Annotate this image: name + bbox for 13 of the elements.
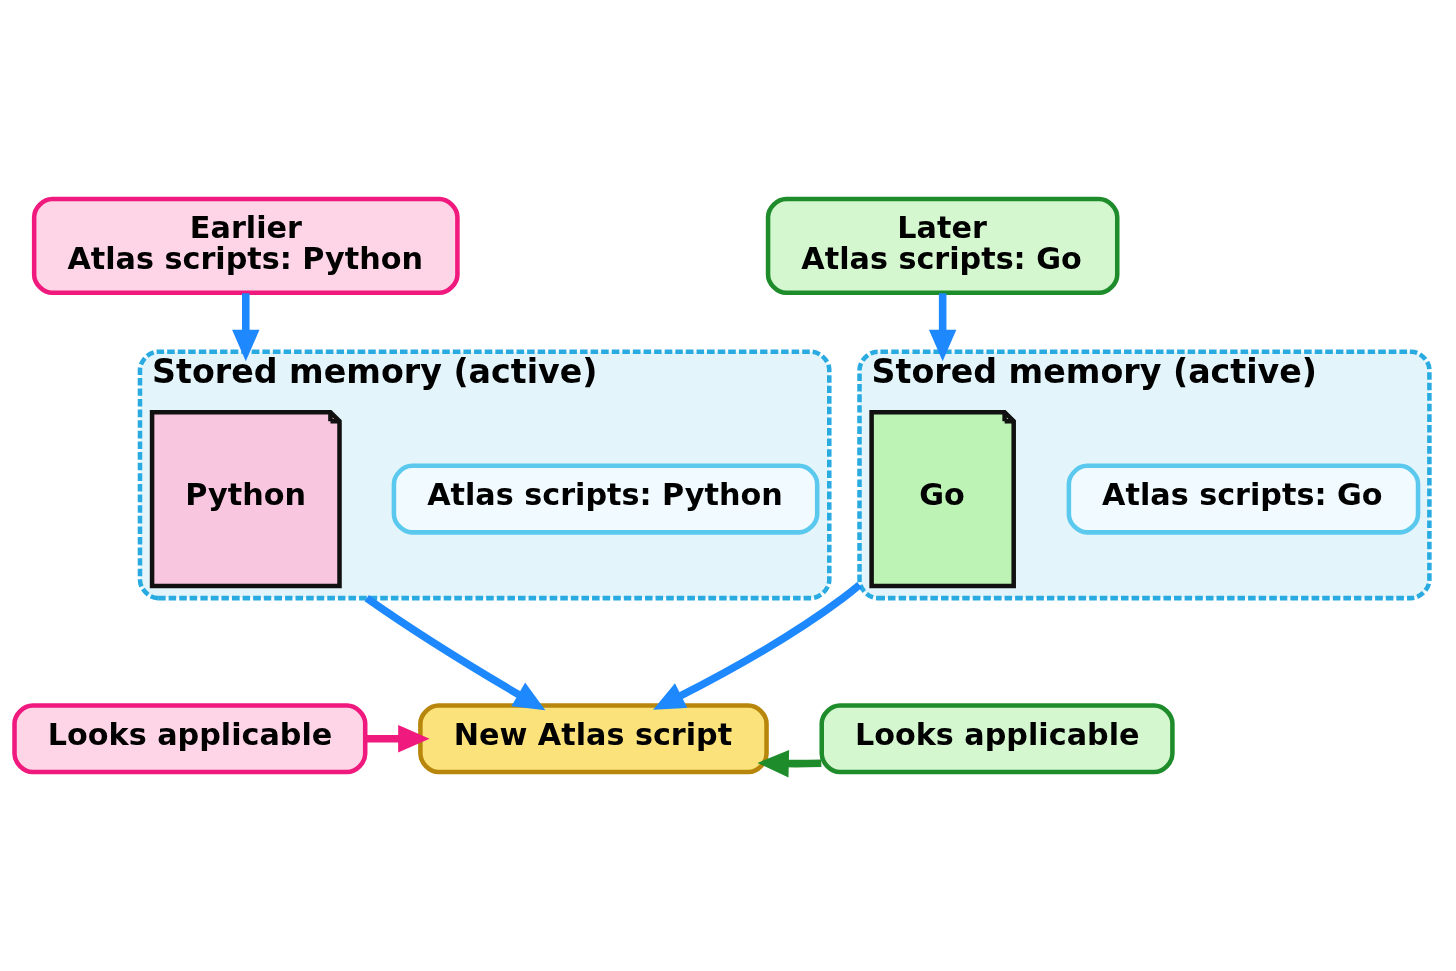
arrow bbox=[232, 293, 260, 362]
arrow bbox=[364, 595, 546, 711]
arrow bbox=[365, 724, 430, 753]
arrow bbox=[928, 293, 957, 362]
arrow bbox=[653, 582, 862, 710]
node-box: New Atlas script bbox=[418, 703, 769, 775]
node-box: Earlier Atlas scripts: Python bbox=[31, 196, 460, 296]
node-box: Later Atlas scripts: Go bbox=[765, 196, 1120, 296]
node-box: Atlas scripts: Python bbox=[391, 463, 820, 535]
node-box: Atlas scripts: Go bbox=[1066, 463, 1421, 535]
node-box: Looks applicable bbox=[819, 703, 1175, 775]
arrow bbox=[757, 749, 822, 778]
node-box: Looks applicable bbox=[12, 703, 368, 775]
